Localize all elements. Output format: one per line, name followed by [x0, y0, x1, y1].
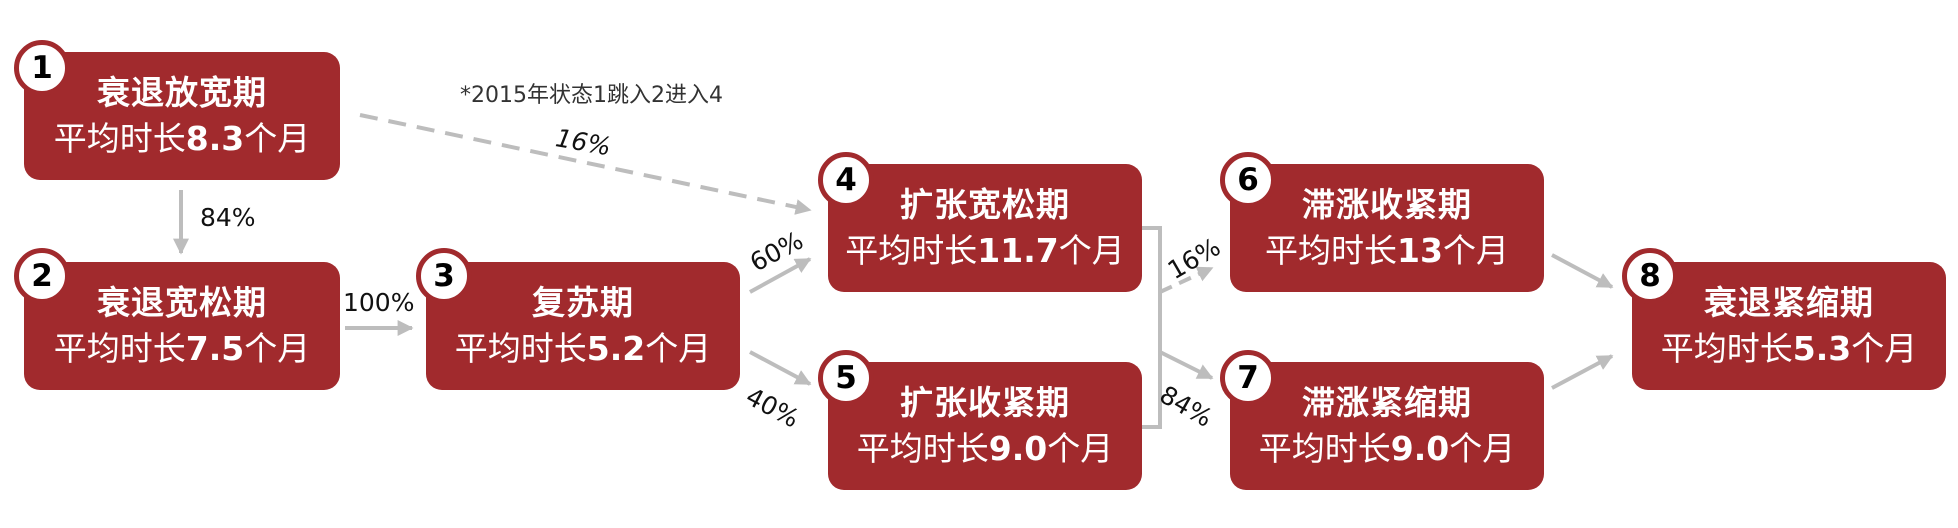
node-5: 扩张收紧期 平均时长9.0个月 — [828, 362, 1142, 490]
node-duration: 平均时长5.2个月 — [454, 329, 712, 368]
arrow-45-6 — [1159, 266, 1214, 294]
node-6: 滞涨收紧期 平均时长13个月 — [1230, 164, 1544, 292]
node-title: 衰退放宽期 — [97, 73, 267, 112]
node-1: 衰退放宽期 平均时长8.3个月 — [24, 52, 340, 180]
badge-3: 3 — [416, 248, 472, 304]
annotation-note: *2015年状态1跳入2进入4 — [460, 83, 723, 108]
node-7: 滞涨紧缩期 平均时长9.0个月 — [1230, 362, 1544, 490]
badge-8: 8 — [1622, 248, 1678, 304]
node-title: 衰退宽松期 — [97, 283, 267, 322]
arrow-1-4 — [359, 113, 812, 215]
node-8: 衰退紧缩期 平均时长5.3个月 — [1632, 262, 1946, 390]
bracket-4-5 — [1142, 226, 1162, 429]
badge-7: 7 — [1220, 350, 1276, 406]
node-duration: 平均时长7.5个月 — [53, 329, 311, 368]
node-title: 滞涨紧缩期 — [1302, 383, 1472, 422]
node-duration: 平均时长13个月 — [1265, 231, 1509, 270]
node-3: 复苏期 平均时长5.2个月 — [426, 262, 740, 390]
node-title: 扩张宽松期 — [900, 185, 1070, 224]
node-title: 滞涨收紧期 — [1302, 185, 1472, 224]
arrow-45-7 — [1159, 350, 1214, 380]
node-title: 扩张收紧期 — [900, 383, 1070, 422]
arrow-3-4 — [749, 257, 812, 294]
node-4: 扩张宽松期 平均时长11.7个月 — [828, 164, 1142, 292]
badge-4: 4 — [818, 152, 874, 208]
pct-1-2: 84% — [200, 203, 256, 232]
node-duration: 平均时长9.0个月 — [1258, 429, 1516, 468]
pct-2-3: 100% — [343, 288, 415, 317]
badge-5: 5 — [818, 350, 874, 406]
node-duration: 平均时长5.3个月 — [1660, 329, 1918, 368]
node-duration: 平均时长8.3个月 — [53, 119, 311, 158]
node-title: 复苏期 — [532, 283, 634, 322]
node-duration: 平均时长11.7个月 — [845, 231, 1125, 270]
node-duration: 平均时长9.0个月 — [856, 429, 1114, 468]
arrow-7-8 — [1551, 354, 1614, 390]
badge-1: 1 — [14, 40, 70, 96]
badge-2: 2 — [14, 248, 70, 304]
node-title: 衰退紧缩期 — [1704, 283, 1874, 322]
badge-6: 6 — [1220, 152, 1276, 208]
node-2: 衰退宽松期 平均时长7.5个月 — [24, 262, 340, 390]
arrow-6-8 — [1551, 253, 1614, 289]
arrow-3-5 — [749, 350, 812, 386]
